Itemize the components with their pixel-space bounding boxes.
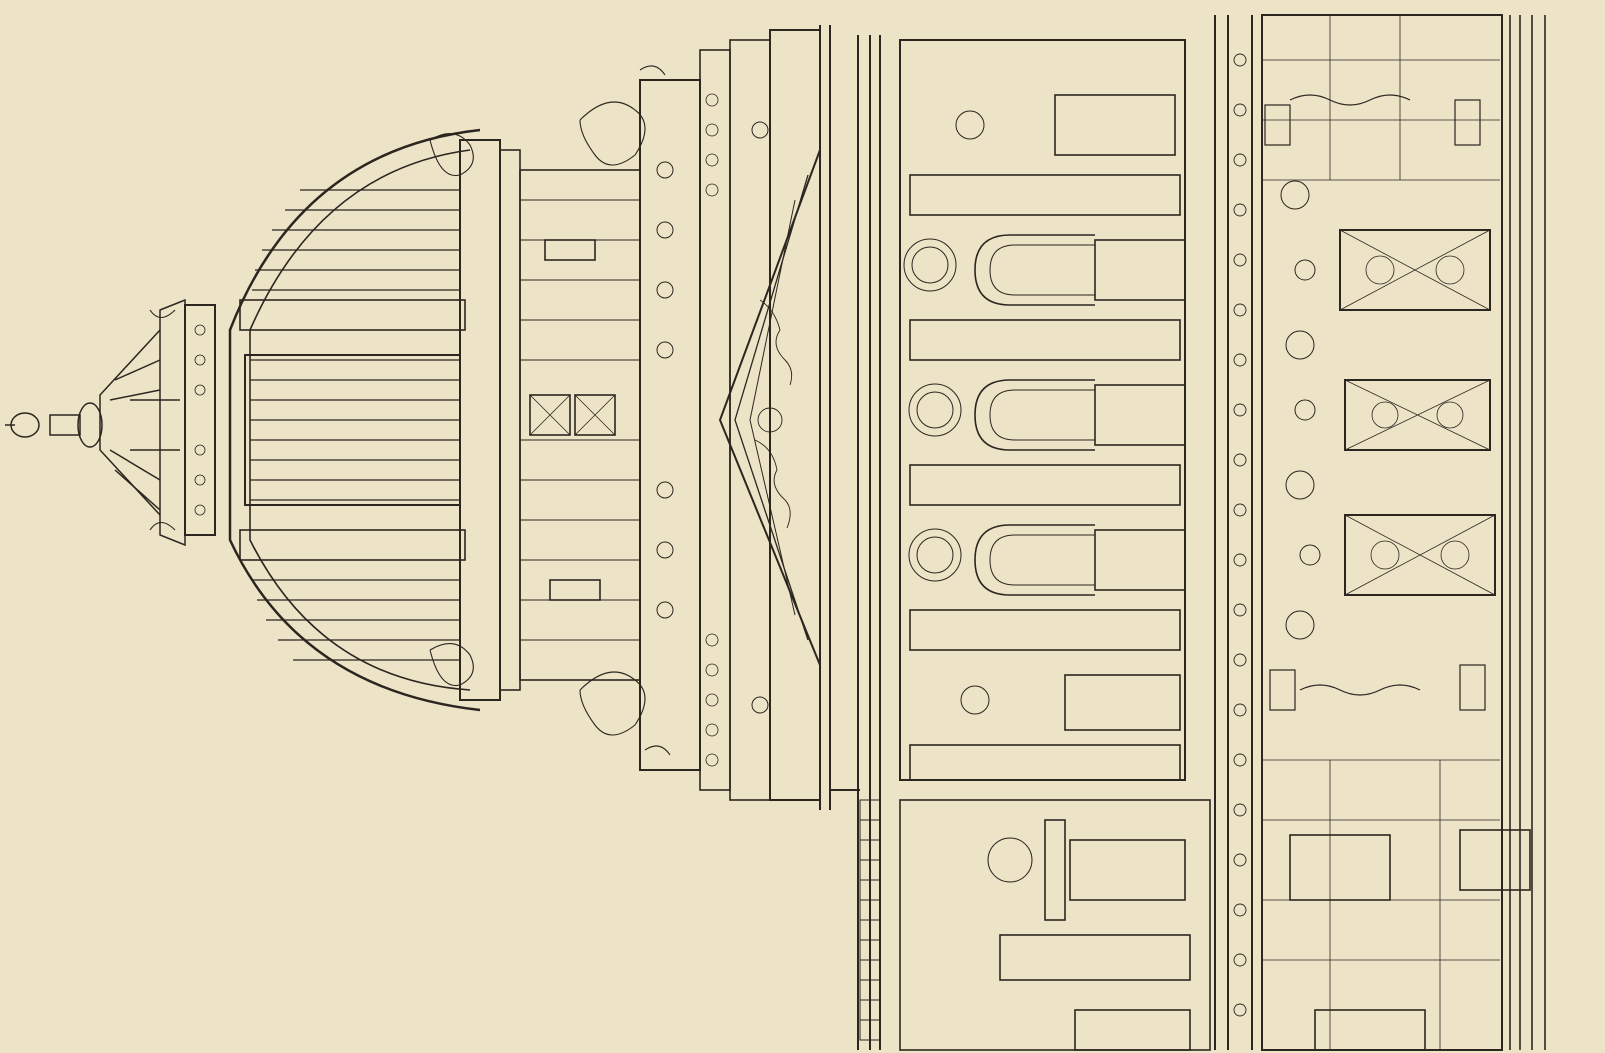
attic xyxy=(639,29,821,801)
dome xyxy=(228,128,641,712)
cornice xyxy=(819,25,881,1050)
arched-windows xyxy=(974,94,1186,731)
sculpture-groups xyxy=(149,65,671,756)
upper-storey xyxy=(899,39,1186,883)
dome-ribs xyxy=(250,189,460,661)
ground-storey xyxy=(1261,14,1546,1051)
frieze xyxy=(1214,15,1263,1050)
ornamental-grilles xyxy=(1339,229,1496,596)
medallions xyxy=(903,110,1033,883)
lantern xyxy=(5,298,216,547)
dentils xyxy=(859,799,881,1041)
statues xyxy=(1264,94,1486,711)
lower-wing xyxy=(899,799,1211,1051)
pediment xyxy=(718,149,821,666)
